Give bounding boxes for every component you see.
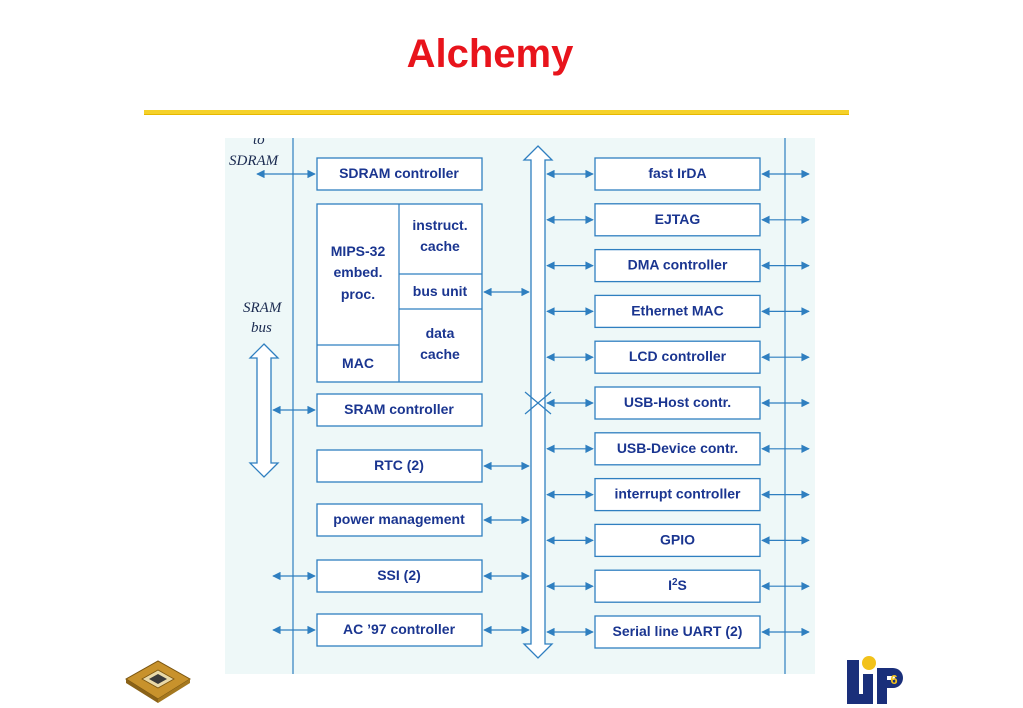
- peripheral-label: Serial line UART (2): [613, 623, 743, 639]
- processor-chip-icon: [125, 660, 191, 703]
- sram-controller-block: SRAM controller: [316, 393, 483, 427]
- slide-title: Alchemy: [406, 32, 574, 76]
- svg-text:cache: cache: [420, 346, 460, 362]
- peripheral-box: [594, 386, 761, 420]
- peripheral-box: [594, 203, 761, 237]
- peripheral-label: I2S: [668, 577, 687, 594]
- peripheral-box: [594, 615, 761, 649]
- peripheral-label: fast IrDA: [648, 165, 706, 181]
- logo-sup: 6: [890, 672, 897, 687]
- svg-text:MAC: MAC: [342, 355, 374, 371]
- peripheral-label: LCD controller: [629, 348, 727, 364]
- power-management-block: power management: [316, 503, 483, 537]
- bus-crossover-b: [524, 391, 552, 415]
- peripheral-block: I2S: [546, 569, 810, 603]
- peripheral-block: LCD controller: [546, 340, 810, 374]
- peripheral-box: [594, 294, 761, 329]
- sram-label: SRAM: [243, 300, 283, 316]
- peripheral-label-sup: 2: [672, 577, 678, 588]
- sram-bus-arrow: [248, 343, 280, 478]
- bus-label: bus: [251, 320, 272, 336]
- peripheral-label: interrupt controller: [614, 486, 741, 502]
- block-diagram: to SDRAM SRAM bus SDRAM controller MIPS-…: [225, 138, 815, 674]
- peripheral-label-suffix: S: [678, 577, 687, 593]
- peripheral-label: Ethernet MAC: [631, 302, 724, 318]
- peripheral-box: [594, 523, 761, 558]
- svg-text:MIPS-32: MIPS-32: [331, 243, 386, 259]
- svg-text:proc.: proc.: [341, 286, 375, 302]
- peripheral-block: EJTAG: [546, 203, 810, 237]
- sdram-label: SDRAM: [229, 153, 280, 169]
- peripheral-box: [594, 569, 761, 603]
- peripheral-box: [594, 248, 761, 283]
- cpu-core-block: MIPS-32 embed. proc. MAC instruct. cache…: [316, 203, 483, 383]
- peripheral-box: [594, 432, 761, 466]
- rtc-block: RTC (2): [316, 449, 483, 483]
- peripheral-label: GPIO: [660, 531, 695, 547]
- svg-text:SRAM controller: SRAM controller: [344, 401, 454, 417]
- peripheral-label: USB-Device contr.: [617, 440, 738, 456]
- lip6-logo: 6: [847, 656, 903, 704]
- peripheral-label: USB-Host contr.: [624, 394, 731, 410]
- peripheral-block: fast IrDA: [546, 157, 810, 191]
- system-bus-arrow: [522, 145, 554, 659]
- title-underline: [144, 110, 849, 115]
- svg-text:SDRAM controller: SDRAM controller: [339, 165, 459, 181]
- peripheral-label: DMA controller: [628, 257, 728, 273]
- peripheral-block: USB-Device contr.: [546, 432, 810, 466]
- peripheral-label: EJTAG: [655, 211, 701, 227]
- peripheral-block: Serial line UART (2): [546, 615, 810, 649]
- svg-text:bus unit: bus unit: [413, 283, 468, 299]
- svg-text:embed.: embed.: [333, 264, 382, 280]
- svg-text:AC ’97 controller: AC ’97 controller: [343, 621, 456, 637]
- peripheral-block: Ethernet MAC: [546, 294, 810, 329]
- to-label: to: [253, 138, 265, 148]
- peripheral-box: [594, 340, 761, 374]
- svg-text:power management: power management: [333, 511, 465, 527]
- svg-text:SSI (2): SSI (2): [377, 567, 421, 583]
- peripheral-block: DMA controller: [546, 248, 810, 283]
- peripheral-block: GPIO: [546, 523, 810, 558]
- svg-text:cache: cache: [420, 238, 460, 254]
- peripheral-block: interrupt controller: [546, 477, 810, 512]
- peripheral-label-base: I: [668, 577, 672, 593]
- ssi-block: SSI (2): [316, 559, 483, 593]
- svg-text:data: data: [426, 325, 455, 341]
- ac97-controller-block: AC ’97 controller: [316, 613, 483, 647]
- peripheral-box: [594, 157, 761, 191]
- svg-text:RTC (2): RTC (2): [374, 457, 424, 473]
- peripheral-box: [594, 477, 761, 512]
- peripheral-block: USB-Host contr.: [546, 386, 810, 420]
- sdram-controller-block: SDRAM controller: [316, 157, 483, 191]
- svg-text:instruct.: instruct.: [412, 217, 467, 233]
